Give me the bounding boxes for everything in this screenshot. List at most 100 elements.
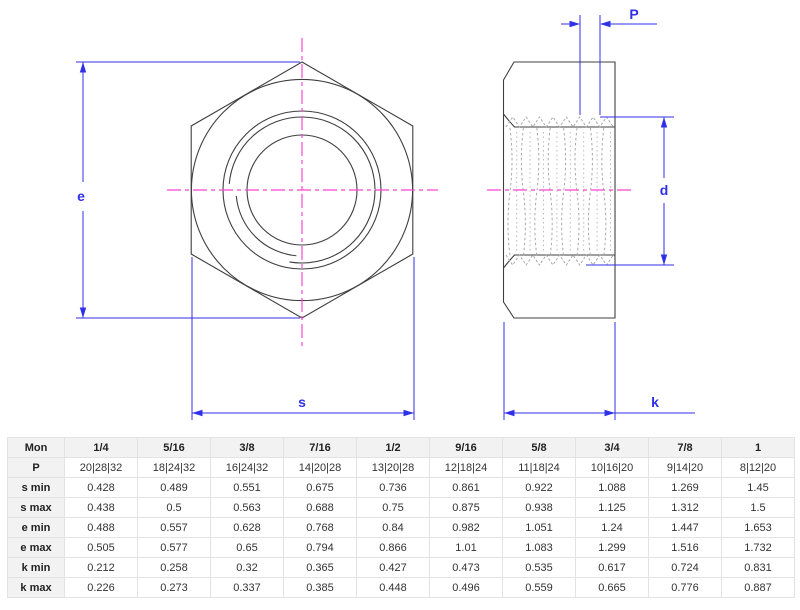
dim-label-d: d <box>660 182 669 198</box>
table-cell: 0.5 <box>137 497 211 518</box>
table-cell: 0.688 <box>283 497 357 518</box>
hex-nut-side-view <box>502 61 616 319</box>
table-cell: 1.312 <box>648 497 722 518</box>
table-cell: 0.617 <box>575 557 649 578</box>
table-cell: 0.831 <box>721 557 795 578</box>
size-column-header: 5/8 <box>502 437 576 458</box>
e-arrow-down <box>79 307 87 318</box>
table-cell: 11|18|24 <box>502 457 576 478</box>
table-cell: 8|12|20 <box>721 457 795 478</box>
table-cell: 0.736 <box>356 477 430 498</box>
dimension-k <box>503 322 695 420</box>
table-cell: 0.489 <box>137 477 211 498</box>
thread-crest-bottom <box>505 254 614 266</box>
size-column-header: 7/8 <box>648 437 722 458</box>
table-cell: 0.675 <box>283 477 357 498</box>
thread-hatching <box>505 116 614 266</box>
table-cell: 0.628 <box>210 517 284 538</box>
table-cell: 0.212 <box>64 557 138 578</box>
table-cell: 1.516 <box>648 537 722 558</box>
table-cell: 9|14|20 <box>648 457 722 478</box>
row-label: P <box>7 457 65 478</box>
table-cell: 12|18|24 <box>429 457 503 478</box>
thread-crest-top <box>505 116 614 128</box>
table-cell: 20|28|32 <box>64 457 138 478</box>
table-cell: 0.365 <box>283 557 357 578</box>
table-cell: 1.653 <box>721 517 795 538</box>
table-cell: 0.428 <box>64 477 138 498</box>
s-arrow-left <box>192 409 203 417</box>
row-label-column-header: Mon <box>7 437 65 458</box>
table-cell: 0.938 <box>502 497 576 518</box>
table-cell: 0.273 <box>137 577 211 598</box>
side-chamfer-edge-top <box>503 113 515 128</box>
table-cell: 0.448 <box>356 577 430 598</box>
table-cell: 1.24 <box>575 517 649 538</box>
table-cell: 1.732 <box>721 537 795 558</box>
table-cell: 10|16|20 <box>575 457 649 478</box>
table-cell: 0.337 <box>210 577 284 598</box>
size-column-header: 1 <box>721 437 795 458</box>
row-label: s min <box>7 477 65 498</box>
table-cell: 14|20|28 <box>283 457 357 478</box>
table-cell: 0.226 <box>64 577 138 598</box>
d-arrow-down <box>660 254 668 265</box>
table-cell: 1.083 <box>502 537 576 558</box>
table-cell: 1.45 <box>721 477 795 498</box>
thread-columns-fine <box>516 132 611 252</box>
table-cell: 0.505 <box>64 537 138 558</box>
table-cell: 1.051 <box>502 517 576 538</box>
e-arrow-up <box>79 62 87 73</box>
p-arrow-right <box>569 20 580 28</box>
size-column-header: 1/2 <box>356 437 430 458</box>
table-cell: 1.299 <box>575 537 649 558</box>
table-cell: 0.473 <box>429 557 503 578</box>
table-cell: 0.32 <box>210 557 284 578</box>
table-cell: 0.75 <box>356 497 430 518</box>
table-cell: 0.551 <box>210 477 284 498</box>
dim-label-k: k <box>651 394 659 410</box>
size-column-header: 7/16 <box>283 437 357 458</box>
table-cell: 0.535 <box>502 557 576 578</box>
table-cell: 0.665 <box>575 577 649 598</box>
d-arrow-up <box>660 117 668 128</box>
p-arrow-left <box>600 20 611 28</box>
center-lines <box>167 38 632 348</box>
table-cell: 0.488 <box>64 517 138 538</box>
table-cell: 1.088 <box>575 477 649 498</box>
table-cell: 16|24|32 <box>210 457 284 478</box>
table-cell: 1.01 <box>429 537 503 558</box>
dimension-e <box>76 61 300 319</box>
dim-label-e: e <box>77 188 85 204</box>
table-cell: 0.84 <box>356 517 430 538</box>
table-cell: 0.724 <box>648 557 722 578</box>
row-label: e min <box>7 517 65 538</box>
k-arrow-right <box>604 409 615 417</box>
table-cell: 0.65 <box>210 537 284 558</box>
table-cell: 0.577 <box>137 537 211 558</box>
dimension-d <box>586 116 674 266</box>
k-arrow-left <box>504 409 515 417</box>
size-column-header: 1/4 <box>64 437 138 458</box>
size-column-header: 9/16 <box>429 437 503 458</box>
table-cell: 18|24|32 <box>137 457 211 478</box>
table-cell: 0.794 <box>283 537 357 558</box>
side-chamfer-edge-bottom <box>503 254 515 269</box>
table-cell: 0.557 <box>137 517 211 538</box>
dim-label-p: P <box>629 6 638 22</box>
table-cell: 1.125 <box>575 497 649 518</box>
table-cell: 0.563 <box>210 497 284 518</box>
table-cell: 0.866 <box>356 537 430 558</box>
size-column-header: 3/4 <box>575 437 649 458</box>
